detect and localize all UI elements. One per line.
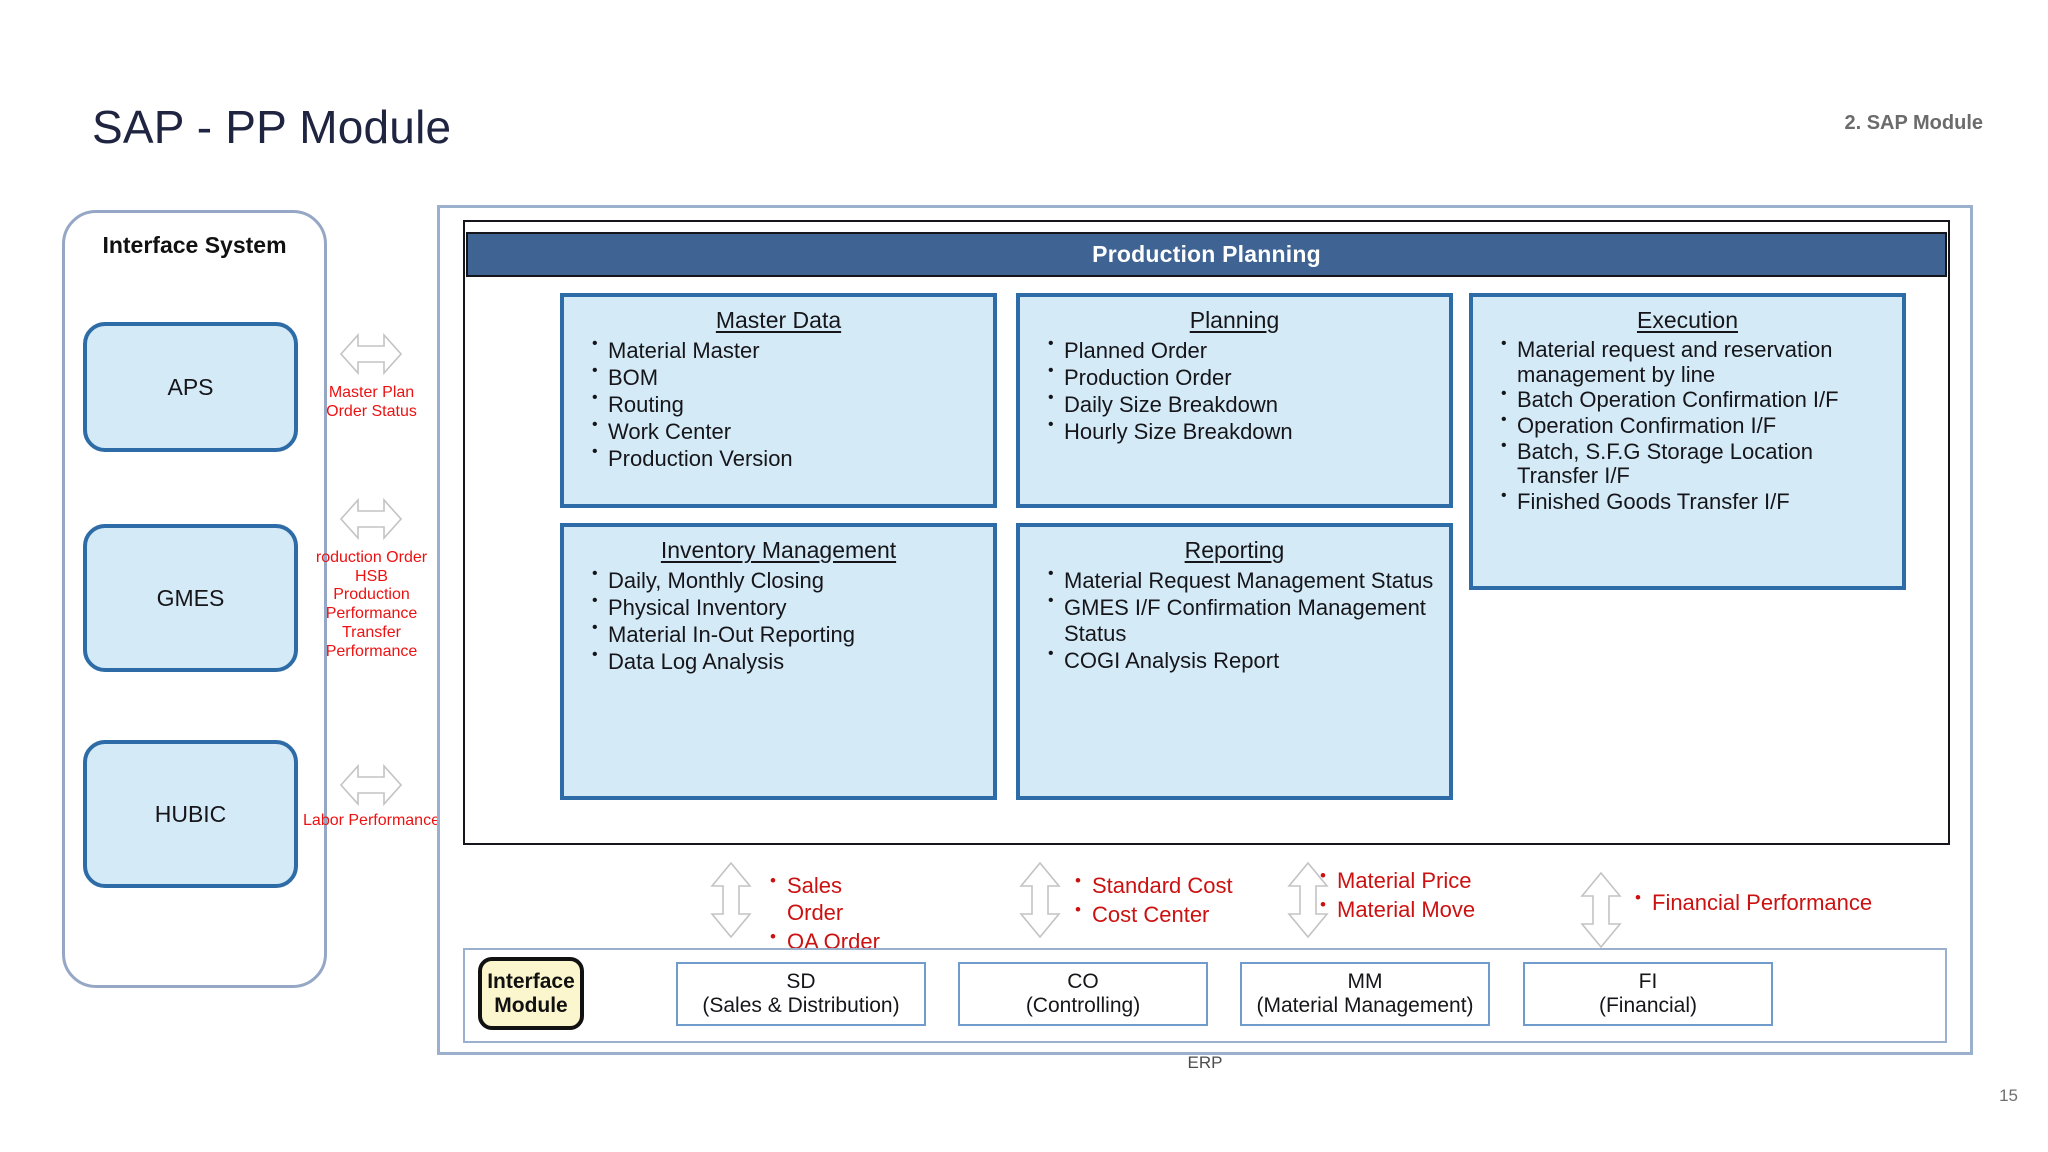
list-item: Physical Inventory (592, 592, 983, 621)
double-arrow-horizontal-icon (340, 756, 402, 814)
module-code: MM (1347, 969, 1383, 993)
pp-box-planning[interactable]: Planning Planned Order Production Order … (1016, 293, 1453, 508)
interface-module-line1: Interface (487, 969, 575, 993)
erp-flow-label: Standard Cost Cost Center (1070, 871, 1260, 931)
list-item: Material Master (592, 335, 983, 364)
system-box-label: HUBIC (154, 800, 227, 827)
system-box-gmes[interactable]: GMES (83, 524, 298, 672)
pp-box-title: Master Data (715, 307, 842, 333)
list-item: Data Log Analysis (592, 646, 983, 675)
list-item: GMES I/F Confirmation Management Status (1048, 592, 1439, 647)
pp-box-title: Reporting (1184, 537, 1285, 563)
list-item: Finished Goods Transfer I/F (1501, 487, 1892, 515)
interface-flow-label: Labor Performance (303, 812, 440, 829)
module-name: (Sales & Distribution) (702, 994, 900, 1017)
system-box-aps[interactable]: APS (83, 322, 298, 452)
list-item: Standard Cost (1075, 871, 1260, 900)
production-planning-header: Production Planning (466, 232, 1947, 277)
list-item: Financial Performance (1635, 888, 1930, 917)
module-name: (Financial) (1598, 994, 1698, 1017)
erp-flow-label: Material Price Material Move (1315, 866, 1505, 926)
list-item: Planned Order (1048, 335, 1439, 364)
interface-system-title: Interface System (102, 232, 287, 258)
page-number: 15 (1999, 1086, 2018, 1105)
system-box-label: GMES (156, 584, 225, 611)
pp-box-title: Execution (1636, 307, 1738, 333)
pp-box-title: Planning (1189, 307, 1280, 333)
list-item: Material request and reservation managem… (1501, 335, 1892, 387)
double-arrow-vertical-icon (704, 862, 758, 938)
list-item: Sales Order (770, 871, 885, 927)
list-item: Material In-Out Reporting (592, 619, 983, 648)
list-item: Material Request Management Status (1048, 565, 1439, 594)
module-box-co[interactable]: CO (Controlling) (958, 962, 1208, 1026)
pp-box-list: Daily, Monthly Closing Physical Inventor… (564, 565, 993, 675)
list-item: Production Order (1048, 362, 1439, 391)
list-item: Hourly Size Breakdown (1048, 416, 1439, 445)
double-arrow-vertical-icon (1574, 872, 1628, 948)
section-label: 2. SAP Module (1844, 112, 1983, 134)
erp-flow-label: Sales Order OA Order (765, 871, 885, 957)
module-box-mm[interactable]: MM (Material Management) (1240, 962, 1490, 1026)
list-item: Batch Operation Confirmation I/F (1501, 385, 1892, 413)
erp-flow-label: Financial Performance (1630, 888, 1930, 919)
list-item: Work Center (592, 416, 983, 445)
interface-flow-label: Master Plan Order Status (326, 384, 417, 420)
module-code: SD (786, 969, 816, 993)
module-box-sd[interactable]: SD (Sales & Distribution) (676, 962, 926, 1026)
list-item: Routing (592, 389, 983, 418)
page-title: SAP - PP Module (92, 101, 452, 153)
module-code: FI (1638, 969, 1658, 993)
pp-box-list: Material Request Management Status GMES … (1020, 565, 1449, 674)
pp-box-execution[interactable]: Execution Material request and reservati… (1469, 293, 1906, 590)
system-box-label: APS (167, 373, 214, 400)
list-item: BOM (592, 362, 983, 391)
module-box-fi[interactable]: FI (Financial) (1523, 962, 1773, 1026)
pp-box-inventory-management[interactable]: Inventory Management Daily, Monthly Clos… (560, 523, 997, 800)
pp-box-list: Material request and reservation managem… (1473, 335, 1902, 515)
list-item: Batch, S.F.G Storage Location Transfer I… (1501, 436, 1892, 489)
list-item: Material Move (1320, 895, 1505, 924)
list-item: Daily Size Breakdown (1048, 389, 1439, 418)
module-code: CO (1067, 969, 1099, 993)
list-item: Cost Center (1075, 900, 1260, 929)
pp-box-list: Material Master BOM Routing Work Center … (564, 335, 993, 472)
pp-box-master-data[interactable]: Master Data Material Master BOM Routing … (560, 293, 997, 508)
interface-module-box[interactable]: Interface Module (478, 957, 584, 1030)
list-item: Daily, Monthly Closing (592, 565, 983, 594)
pp-box-reporting[interactable]: Reporting Material Request Management St… (1016, 523, 1453, 800)
erp-caption: ERP (1187, 1053, 1223, 1072)
double-arrow-horizontal-icon (340, 490, 402, 548)
pp-box-list: Planned Order Production Order Daily Siz… (1020, 335, 1449, 445)
list-item: COGI Analysis Report (1048, 645, 1439, 674)
list-item: Production Version (592, 443, 983, 472)
pp-box-title: Inventory Management (660, 537, 897, 563)
double-arrow-vertical-icon (1013, 862, 1067, 938)
list-item: Material Price (1320, 866, 1505, 895)
module-name: (Controlling) (1025, 994, 1141, 1017)
double-arrow-horizontal-icon (340, 325, 402, 383)
interface-flow-label: roduction Order HSB Production Performan… (315, 549, 428, 660)
module-name: (Material Management) (1256, 994, 1474, 1017)
list-item: Operation Confirmation I/F (1501, 411, 1892, 439)
system-box-hubic[interactable]: HUBIC (83, 740, 298, 888)
interface-module-line2: Module (494, 993, 568, 1017)
